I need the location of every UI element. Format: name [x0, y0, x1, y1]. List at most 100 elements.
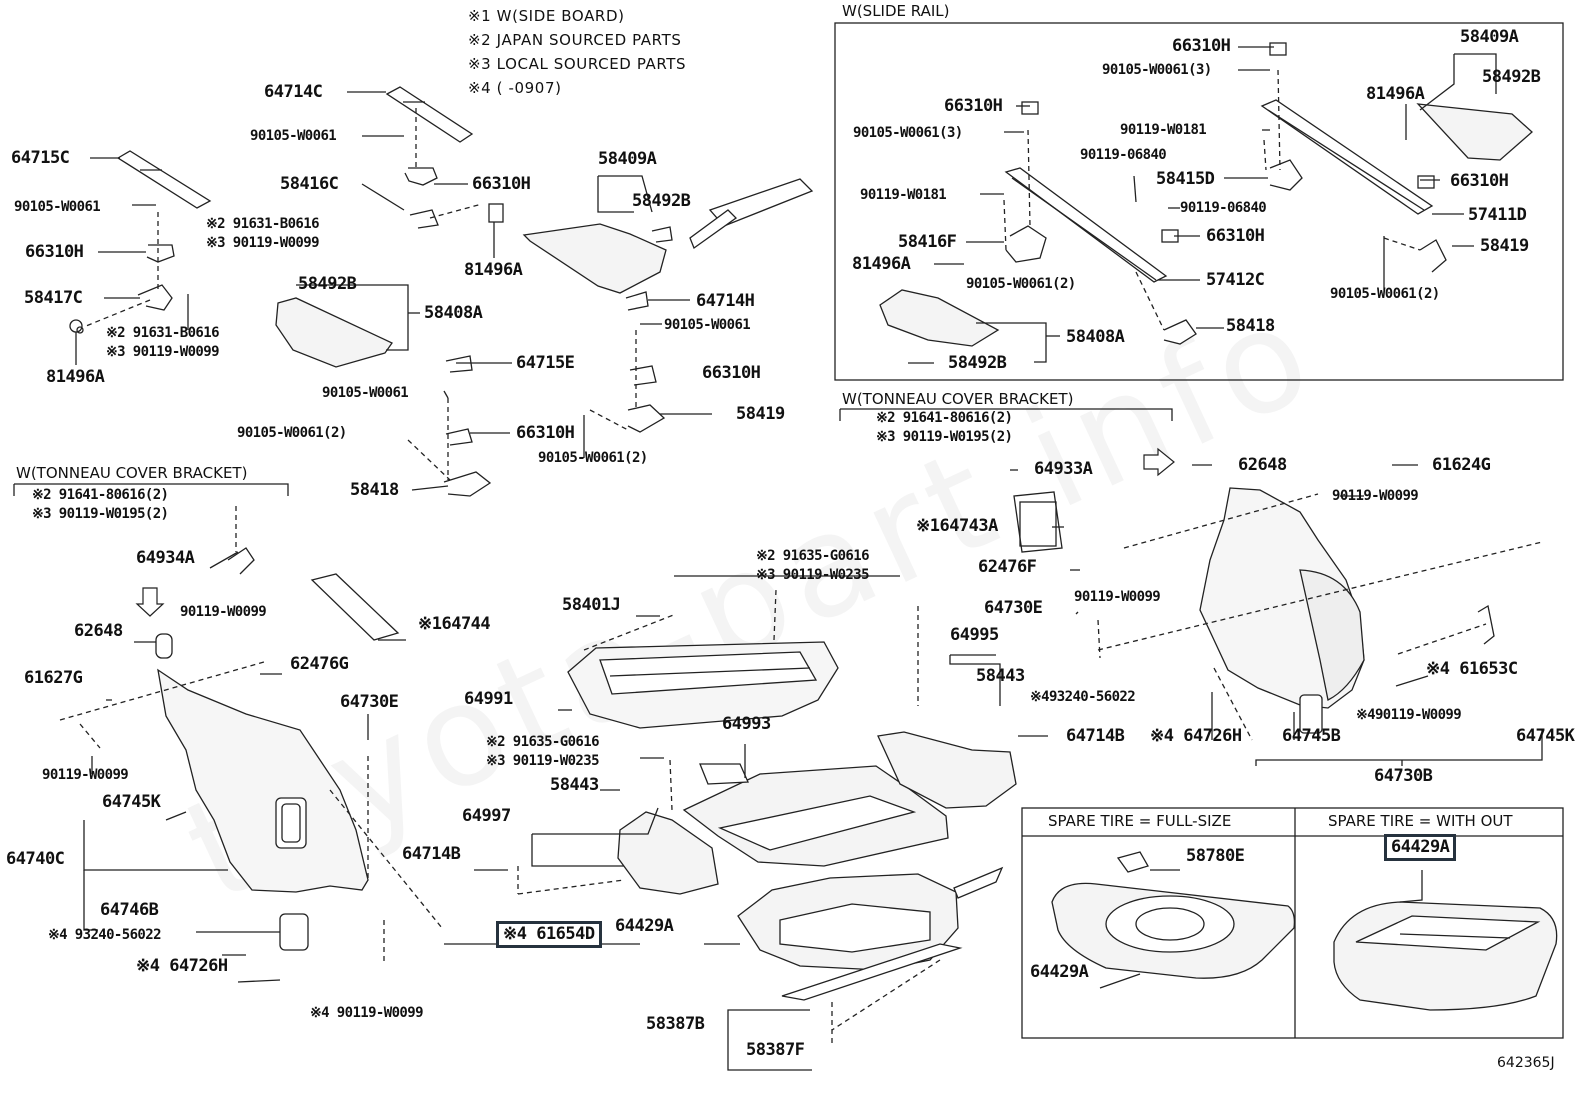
part-label: 66310H — [472, 174, 531, 194]
footnote-2: ※2 JAPAN SOURCED PARTS — [468, 31, 682, 49]
part-label: ※2 91641-80616(2) — [32, 487, 169, 503]
part-label: 90119-W0099 — [1332, 488, 1419, 504]
part-label: 64746B — [100, 900, 159, 920]
part-label: ※3 90119-W0099 — [206, 235, 320, 251]
part-label: 58387B — [646, 1014, 705, 1034]
part-label: ※2 91631-B0616 — [206, 216, 320, 232]
part-label: 90119-W0099 — [180, 604, 267, 620]
part-label: 61627G — [24, 668, 83, 688]
part-label: 64715C — [11, 148, 70, 168]
part-label: 90105-W0061 — [664, 317, 751, 333]
part-label: 64745B — [1282, 726, 1341, 746]
part-label: 64993 — [722, 714, 771, 734]
part-label: 90105-W0061(2) — [1330, 286, 1440, 302]
group-header-slide-rail: W(SLIDE RAIL) — [842, 2, 950, 20]
part-label: 64934A — [136, 548, 195, 568]
part-label: ※164744 — [418, 614, 491, 634]
part-label: 58418 — [1226, 316, 1275, 336]
part-label: 62476G — [290, 654, 349, 674]
part-label: 58409A — [598, 149, 657, 169]
part-label: 66310H — [1206, 226, 1265, 246]
part-label: 58408A — [1066, 327, 1125, 347]
part-label: 66310H — [944, 96, 1003, 116]
part-label: 64995 — [950, 625, 999, 645]
part-label: 90119-W0099 — [1074, 589, 1161, 605]
part-label: 81496A — [46, 367, 105, 387]
part-label: 62648 — [74, 621, 123, 641]
part-label: 58416C — [280, 174, 339, 194]
part-label: 90119-W0099 — [42, 767, 129, 783]
part-label: 58408A — [424, 303, 483, 323]
part-label: 64714B — [402, 844, 461, 864]
part-label: 58415D — [1156, 169, 1215, 189]
part-label: 62648 — [1238, 455, 1287, 475]
part-label: ※2 91631-B0616 — [106, 325, 220, 341]
part-label: 58419 — [736, 404, 785, 424]
part-label: 58780E — [1186, 846, 1245, 866]
part-label: 81496A — [852, 254, 911, 274]
part-label: 90105-W0061(2) — [237, 425, 347, 441]
part-label: 90119-06840 — [1180, 200, 1267, 216]
part-label: 64429A — [1384, 834, 1457, 861]
part-label: 64740C — [6, 849, 65, 869]
part-label: ※3 90119-W0099 — [106, 344, 220, 360]
part-label: 57411D — [1468, 205, 1527, 225]
part-label: 90105-W0061 — [14, 199, 101, 215]
part-label: 58419 — [1480, 236, 1529, 256]
part-label: 64745K — [102, 792, 161, 812]
part-label: ※4 61653C — [1426, 659, 1518, 679]
part-label: 90119-W0181 — [860, 187, 947, 203]
part-label: ※4 90119-W0099 — [310, 1005, 424, 1021]
part-label: ※3 90119-W0235 — [756, 567, 870, 583]
group-header-tonneau-left: W(TONNEAU COVER BRACKET) — [16, 464, 248, 482]
part-label: ※490119-W0099 — [1356, 707, 1462, 723]
part-label: 90119-06840 — [1080, 147, 1167, 163]
part-label: 64997 — [462, 806, 511, 826]
part-label: 57412C — [1206, 270, 1265, 290]
spare-tire-without-header: SPARE TIRE = WITH OUT — [1328, 812, 1513, 830]
part-label: 66310H — [1450, 171, 1509, 191]
part-label: ※164743A — [916, 516, 998, 536]
part-label: ※2 91635-G0616 — [756, 548, 870, 564]
part-label: 58418 — [350, 480, 399, 500]
part-label: 90105-W0061(3) — [853, 125, 963, 141]
part-label: 66310H — [702, 363, 761, 383]
part-label: 58417C — [24, 288, 83, 308]
part-label: 64730E — [340, 692, 399, 712]
part-label: ※493240-56022 — [1030, 689, 1136, 705]
footnote-1: ※1 W(SIDE BOARD) — [468, 7, 625, 25]
part-label: 64730B — [1374, 766, 1433, 786]
part-label: 58492B — [632, 191, 691, 211]
part-label: 81496A — [1366, 84, 1425, 104]
part-label: ※3 90119-W0235 — [486, 753, 600, 769]
part-label: ※2 91635-G0616 — [486, 734, 600, 750]
part-label: 90105-W0061(2) — [966, 276, 1076, 292]
part-label: 64730E — [984, 598, 1043, 618]
part-label: 58492B — [298, 274, 357, 294]
part-label: 90105-W0061 — [250, 128, 337, 144]
part-label: 58416F — [898, 232, 957, 252]
part-label: 62476F — [978, 557, 1037, 577]
part-label: 64715E — [516, 353, 575, 373]
part-label: 58409A — [1460, 27, 1519, 47]
part-label: 58443 — [976, 666, 1025, 686]
part-label: 66310H — [1172, 36, 1231, 56]
part-label: 58401J — [562, 595, 621, 615]
figure-reference: 642365J — [1497, 1055, 1555, 1071]
footnote-4: ※4 ( -0907) — [468, 79, 562, 97]
part-label: ※4 61654D — [496, 921, 602, 948]
group-header-tonneau-right: W(TONNEAU COVER BRACKET) — [842, 390, 1074, 408]
part-label: 64991 — [464, 689, 513, 709]
part-label: ※2 91641-80616(2) — [876, 410, 1013, 426]
part-label: ※3 90119-W0195(2) — [32, 506, 169, 522]
part-label: 64933A — [1034, 459, 1093, 479]
part-label: 58387F — [746, 1040, 805, 1060]
part-label: 64429A — [1030, 962, 1089, 982]
part-label: 58443 — [550, 775, 599, 795]
part-label: 90119-W0181 — [1120, 122, 1207, 138]
part-label: 66310H — [25, 242, 84, 262]
part-label: 90105-W0061(3) — [1102, 62, 1212, 78]
part-label: 81496A — [464, 260, 523, 280]
part-label: 90105-W0061 — [322, 385, 409, 401]
